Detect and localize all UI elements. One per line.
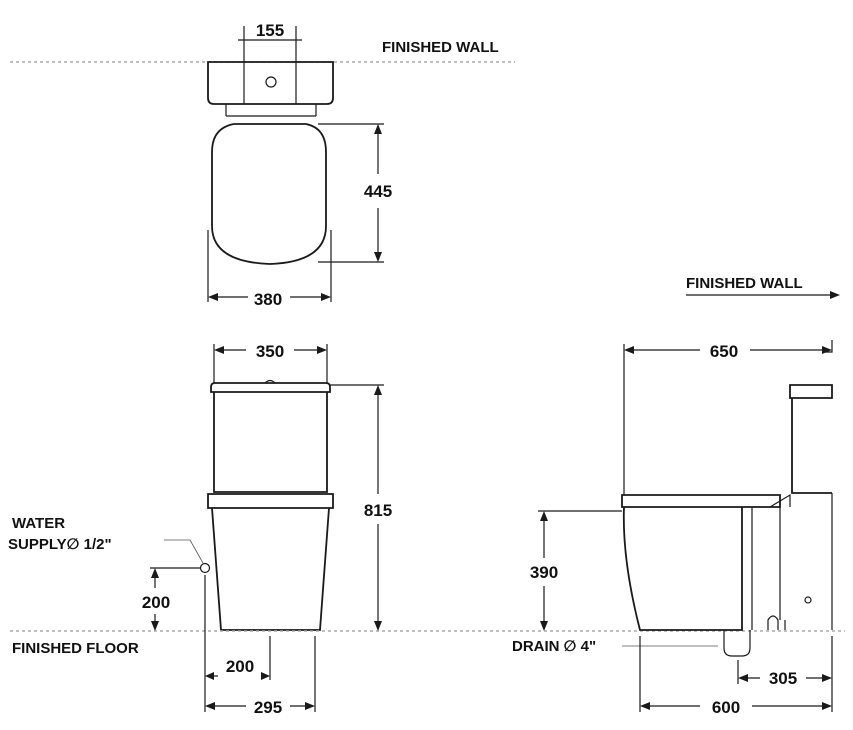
side-seat: [621, 494, 781, 508]
side-bowl: [622, 506, 743, 631]
finished-wall-label-top: FINISHED WALL: [382, 39, 499, 56]
front-view: 350 815 WATER SUPPLY∅ 1/2" 200 FINISHED …: [8, 342, 845, 717]
drain-pipe: [723, 630, 751, 657]
dimension-445: 445: [364, 182, 392, 201]
front-bowl: [211, 507, 330, 631]
dimension-650: 650: [710, 342, 738, 361]
front-tank-body: [213, 392, 328, 493]
plan-seat-outline: [211, 123, 327, 265]
dimension-200-height: 200: [142, 593, 170, 612]
dimension-380: 380: [254, 290, 282, 309]
finished-floor-label: FINISHED FLOOR: [12, 640, 139, 657]
finished-wall-arrow-icon: [830, 291, 840, 299]
drain-label: DRAIN ∅ 4": [512, 638, 596, 655]
dimension-600: 600: [712, 698, 740, 717]
dimension-155: 155: [256, 21, 284, 40]
side-bowl-inner: [751, 507, 786, 630]
side-trap-outlet: [767, 615, 779, 630]
water-inlet-icon: [265, 76, 277, 88]
dimension-390: 390: [530, 563, 558, 582]
plan-neck: [225, 104, 317, 117]
water-supply-leader: [164, 539, 204, 564]
dimension-815: 815: [364, 501, 392, 520]
dimension-350: 350: [256, 342, 284, 361]
plan-view: 155 445 380 FINISHED WALL: [10, 21, 515, 309]
water-supply-icon: [199, 562, 211, 574]
flush-button-icon: [264, 379, 276, 384]
water-supply-label-line1: WATER: [12, 515, 65, 532]
front-seat-band: [207, 493, 334, 509]
dimension-305: 305: [769, 669, 797, 688]
side-tank-body: [791, 398, 832, 494]
side-view: FINISHED WALL DRAIN ∅ 4" 650 390: [512, 275, 840, 717]
side-seat-hinge: [769, 493, 791, 508]
side-water-inlet-icon: [804, 596, 812, 604]
dimension-295: 295: [254, 698, 282, 717]
side-tank-lid: [789, 384, 833, 399]
water-supply-label-line2: SUPPLY∅ 1/2": [8, 536, 112, 553]
finished-wall-label-side: FINISHED WALL: [686, 275, 803, 292]
dimension-200-width: 200: [226, 657, 254, 676]
front-tank-lid: [210, 382, 331, 393]
plan-tank-outline: [207, 61, 334, 105]
